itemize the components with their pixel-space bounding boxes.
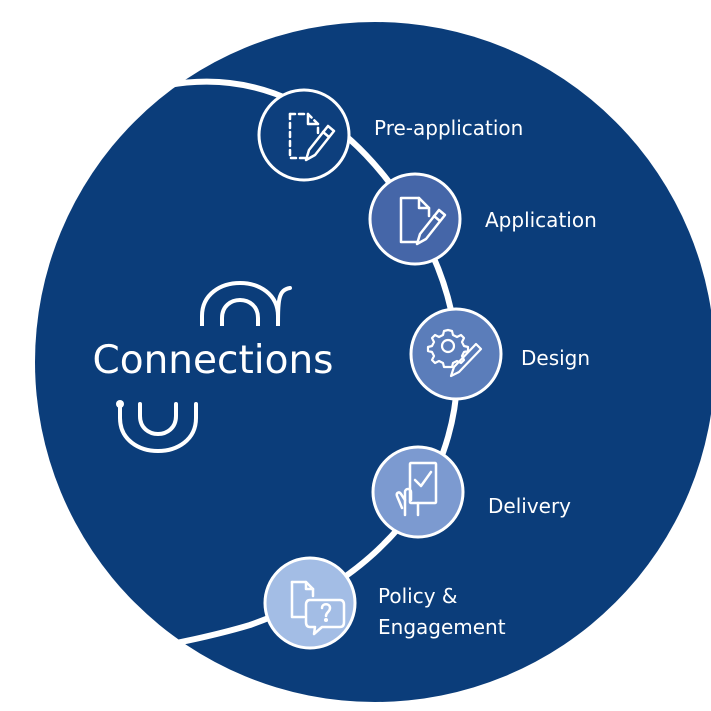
document-dashed-pencil-icon xyxy=(288,112,336,162)
stage-label-pre-application[interactable]: Pre-application xyxy=(374,116,524,140)
stage-label-design[interactable]: Design xyxy=(521,346,591,370)
connections-logo-mark xyxy=(118,281,292,453)
documents-question-icon xyxy=(290,580,346,636)
stage-label-application[interactable]: Application xyxy=(485,208,597,232)
stage-label-policy-line2[interactable]: Engagement xyxy=(378,615,506,639)
gear-pencil-icon xyxy=(426,328,483,378)
stage-label-delivery[interactable]: Delivery xyxy=(488,494,572,518)
background-circle xyxy=(35,22,711,702)
hand-checklist-icon xyxy=(395,461,438,517)
stage-pre-application-node[interactable] xyxy=(257,88,351,182)
stage-application-node[interactable] xyxy=(368,172,462,266)
logo-backdrop xyxy=(60,326,365,398)
document-pencil-icon xyxy=(399,196,447,246)
logo-dot-bottom xyxy=(116,400,124,408)
stage-design-node[interactable] xyxy=(409,307,503,401)
connections-title: Connections xyxy=(92,338,334,383)
stage-delivery-node[interactable] xyxy=(371,445,465,539)
stage-label-policy-line1[interactable]: Policy & xyxy=(378,584,458,608)
stage-policy-engagement-node[interactable] xyxy=(263,556,357,650)
